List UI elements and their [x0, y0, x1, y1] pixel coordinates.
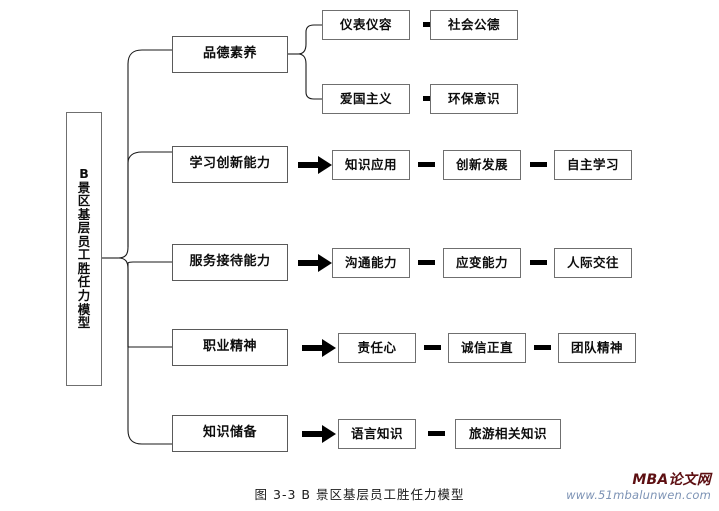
- leaf-node-goutong-nengli[interactable]: 沟通能力: [332, 248, 410, 278]
- root-char: 任: [77, 274, 91, 290]
- leaf-node-tuandui-jingshen[interactable]: 团队精神: [558, 333, 636, 363]
- root-char: 景: [77, 179, 91, 195]
- arrow-right-icon: [298, 254, 332, 272]
- leaf-node-aiguo-zhuyi[interactable]: 爱国主义: [322, 84, 410, 114]
- leaf-node-zhishi-yingyong[interactable]: 知识应用: [332, 150, 410, 180]
- arrow-right-icon: [298, 156, 332, 174]
- root-node-competency-model[interactable]: B 景 区 基 层 员 工 胜 任 力 模 型: [66, 112, 102, 386]
- figure-caption: 图 3-3 B 景区基层员工胜任力模型: [254, 487, 465, 502]
- brace-branch-3: [127, 261, 172, 269]
- leaf-node-renji-jiaowang[interactable]: 人际交往: [554, 248, 632, 278]
- dash-connector: [530, 260, 547, 265]
- leaf-node-huanbao-yishi[interactable]: 环保意识: [430, 84, 518, 114]
- root-char: 区: [77, 193, 91, 209]
- watermark: MBA论文网 www.51mbalunwen.com: [566, 472, 711, 502]
- row1-split-lower: [297, 53, 322, 100]
- root-char: 基: [77, 206, 91, 222]
- dash-connector: [530, 162, 547, 167]
- leaf-node-zizhu-xuexi[interactable]: 自主学习: [554, 150, 632, 180]
- category-node-xuexi-chuangxin-nengli[interactable]: 学习创新能力: [172, 146, 288, 183]
- leaf-node-shehui-gongde[interactable]: 社会公德: [430, 10, 518, 40]
- root-char: 模: [77, 301, 91, 317]
- category-node-fuwu-jiedai-nengli[interactable]: 服务接待能力: [172, 244, 288, 281]
- watermark-brand: MBA论文网: [632, 472, 711, 488]
- dash-connector: [424, 345, 441, 350]
- root-char: 层: [77, 220, 91, 236]
- brace-branch-4: [127, 300, 172, 348]
- category-node-zhishi-chubei[interactable]: 知识储备: [172, 415, 288, 452]
- root-char: 工: [77, 247, 91, 263]
- leaf-node-lvyou-xiangguan-zhishi[interactable]: 旅游相关知识: [455, 419, 561, 449]
- category-node-pinde-suyang[interactable]: 品德素养: [172, 36, 288, 73]
- root-char: 型: [77, 315, 91, 331]
- brace-branch-1: [117, 49, 172, 259]
- dash-connector: [418, 260, 435, 265]
- leaf-node-yibiao-yirong[interactable]: 仪表仪容: [322, 10, 410, 40]
- dash-connector: [418, 162, 435, 167]
- leaf-node-yingbian-nengli[interactable]: 应变能力: [443, 248, 521, 278]
- brace-branch-2: [127, 151, 172, 247]
- leaf-node-yuyan-zhishi[interactable]: 语言知识: [338, 419, 416, 449]
- root-char: 力: [77, 287, 91, 303]
- root-char: 胜: [77, 260, 91, 276]
- leaf-node-chuangxin-fazhan[interactable]: 创新发展: [443, 150, 521, 180]
- category-node-zhiye-jingshen[interactable]: 职业精神: [172, 329, 288, 366]
- watermark-url: www.51mbalunwen.com: [566, 487, 711, 502]
- arrow-right-icon: [302, 425, 336, 443]
- leaf-node-chengxin-zhengzhi[interactable]: 诚信正直: [448, 333, 526, 363]
- dash-connector: [428, 431, 445, 436]
- dash-connector: [534, 345, 551, 350]
- brace-branch-5: [117, 257, 172, 445]
- root-char: 员: [77, 233, 91, 249]
- leaf-node-zerenxin[interactable]: 责任心: [338, 333, 416, 363]
- root-char: B: [79, 166, 89, 182]
- row1-split-upper: [297, 24, 322, 55]
- arrow-right-icon: [302, 339, 336, 357]
